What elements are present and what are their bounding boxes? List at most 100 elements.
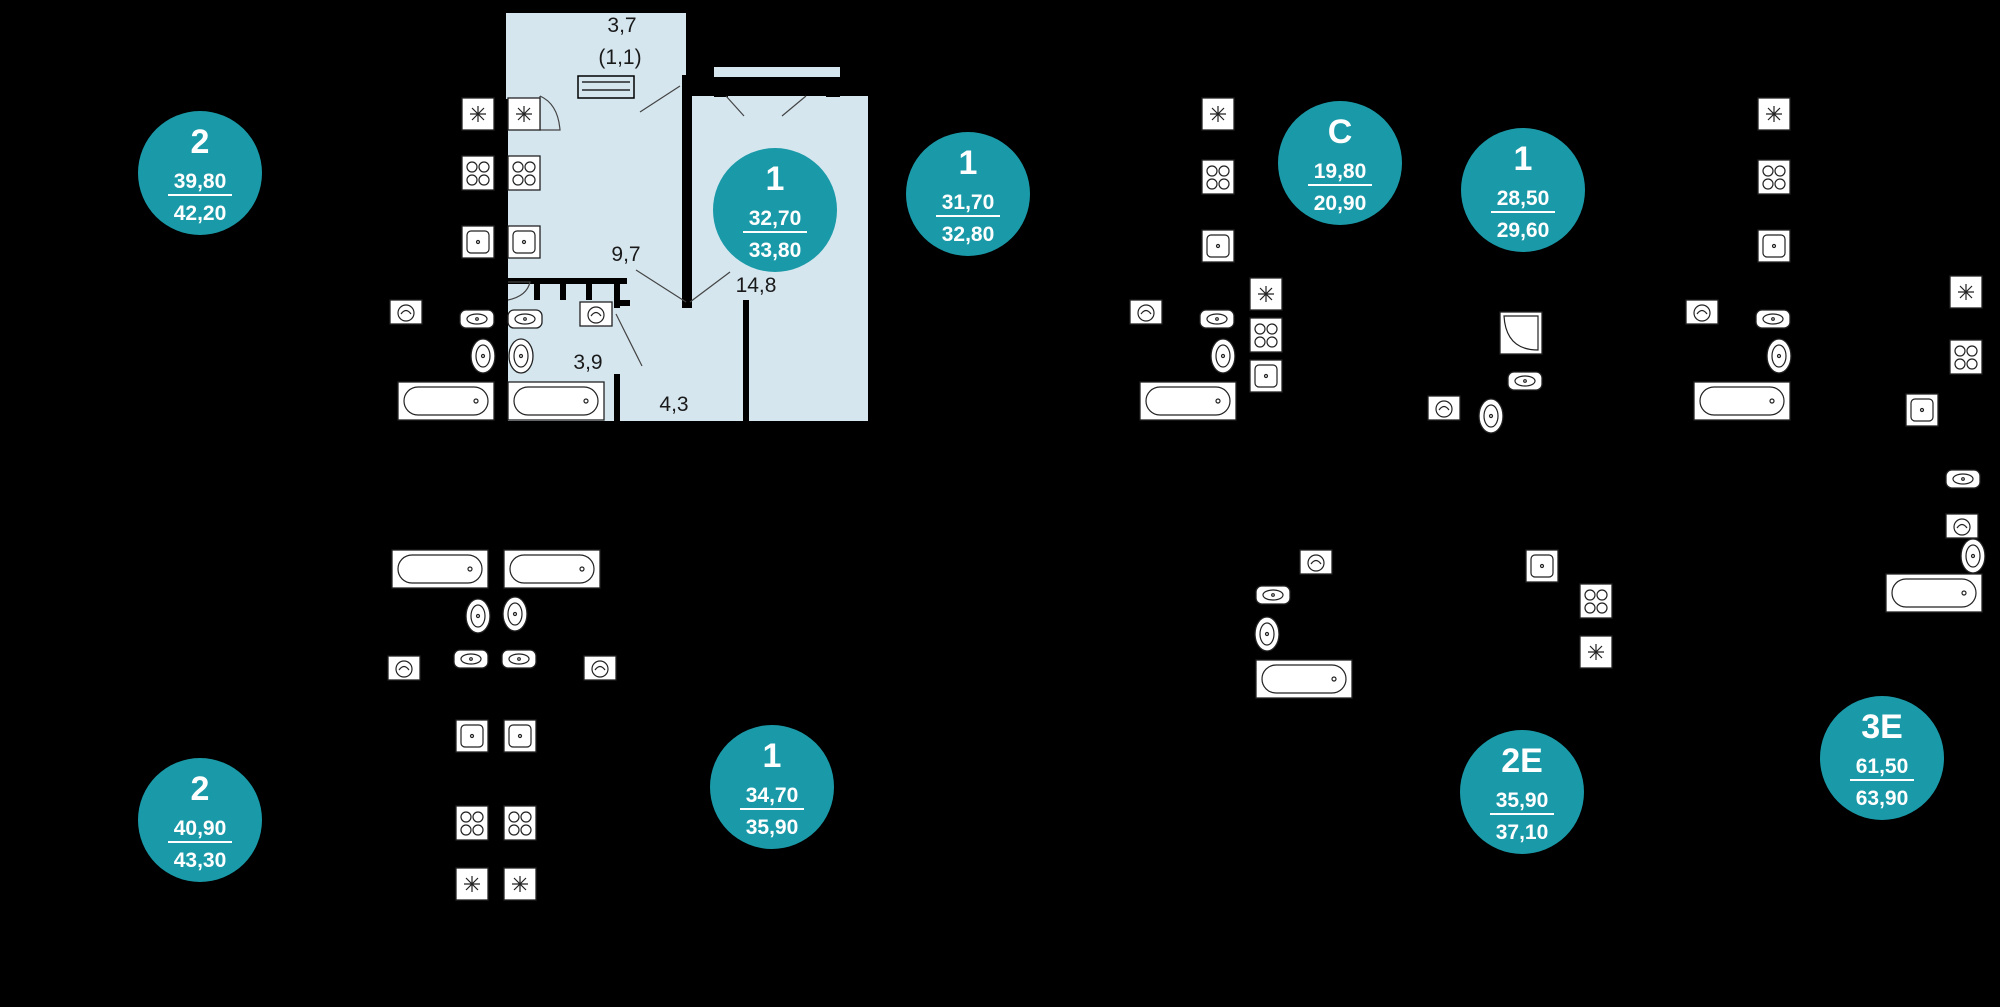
stove-icon (1949, 339, 1983, 375)
apartment-badge[interactable]: 1 34,70 35,90 (710, 725, 834, 849)
sink-icon (1255, 585, 1291, 605)
stove-icon (1249, 317, 1283, 353)
apartment-badge[interactable]: 2E 35,90 37,10 (1460, 730, 1584, 854)
badge-total-area: 43,30 (174, 849, 227, 872)
stove-icon (507, 155, 541, 191)
washer-icon (1129, 299, 1163, 325)
badge-type: 1 (1514, 140, 1533, 178)
bathtub-icon (1139, 381, 1237, 421)
room-area-label: 3,7 (607, 14, 636, 37)
bathtub-icon (397, 381, 495, 421)
fan-icon (507, 97, 541, 131)
kitchen-sink-icon (1905, 393, 1939, 427)
kitchen-sink-icon (1757, 229, 1791, 263)
badge-total-area: 37,10 (1496, 821, 1549, 844)
fan-icon (1249, 277, 1283, 311)
toilet-icon (470, 338, 496, 374)
stove-icon (461, 155, 495, 191)
badge-total-area: 63,90 (1856, 787, 1909, 810)
stove-icon (455, 805, 489, 841)
badge-circle (1461, 128, 1585, 252)
badge-total-area: 32,80 (942, 223, 995, 246)
bathtub-icon (1255, 659, 1353, 699)
door-swings (507, 85, 807, 367)
badge-total-area: 33,80 (749, 239, 802, 262)
toilet-icon (502, 596, 528, 632)
room-area-label: (1,1) (598, 46, 641, 69)
toilet-icon (508, 338, 534, 374)
apartment-badges: 2 39,80 42,20 1 32,70 33,80 1 31,70 32,80 C 19,80 2… (138, 101, 1944, 882)
badge-living-area: 34,70 (746, 784, 799, 807)
toilet-icon (1254, 616, 1280, 652)
badge-circle (138, 758, 262, 882)
kitchen-sink-icon (1249, 359, 1283, 393)
hall-room (620, 278, 692, 421)
sink-icon (507, 309, 543, 329)
badge-living-area: 40,90 (174, 817, 227, 840)
apartment-walls (507, 75, 840, 422)
washer-icon (1427, 395, 1461, 421)
washer-icon (1945, 513, 1979, 539)
toilet-icon (1766, 338, 1792, 374)
washer-icon (1685, 299, 1719, 325)
stove-icon (1201, 159, 1235, 195)
badge-living-area: 19,80 (1314, 160, 1367, 183)
window-ledge (714, 67, 840, 77)
room-area-label: 14,8 (736, 274, 777, 297)
toilet-icon (465, 598, 491, 634)
badge-circle (138, 111, 262, 235)
kitchen-sink-icon (507, 225, 541, 259)
badge-total-area: 35,90 (746, 816, 799, 839)
sink-icon (459, 309, 495, 329)
toilet-icon (1478, 398, 1504, 434)
washer-icon (387, 655, 421, 681)
badge-type: 2 (191, 770, 210, 808)
badge-living-area: 32,70 (749, 207, 802, 230)
badge-living-area: 31,70 (942, 191, 995, 214)
sink-icon (1199, 309, 1235, 329)
washer-icon (1299, 549, 1333, 575)
fan-icon (455, 867, 489, 901)
room-area-label: 9,7 (611, 243, 640, 266)
sink-icon (1945, 469, 1981, 489)
badge-type: 1 (763, 737, 782, 775)
sink-icon (1755, 309, 1791, 329)
stove-icon (1757, 159, 1791, 195)
badge-total-area: 42,20 (174, 202, 227, 225)
washer-icon (579, 301, 613, 327)
room-area-label: 4,3 (659, 393, 688, 416)
badge-type: C (1328, 113, 1353, 151)
badge-living-area: 61,50 (1856, 755, 1909, 778)
bathtub-icon (507, 381, 605, 421)
bathtub-icon (1885, 573, 1983, 613)
apartment-badge[interactable]: 2 40,90 43,30 (138, 758, 262, 882)
fan-icon (1579, 635, 1613, 669)
shower-icon (1499, 311, 1543, 355)
fan-icon (1949, 275, 1983, 309)
stove-icon (503, 805, 537, 841)
badge-circle (1278, 101, 1402, 225)
badge-circle (1460, 730, 1584, 854)
bathtub-icon (503, 549, 601, 589)
fan-icon (461, 97, 495, 131)
toilet-icon (1210, 338, 1236, 374)
kitchen-sink-icon (455, 719, 489, 753)
kitchen-sink-icon (461, 225, 495, 259)
fan-icon (503, 867, 537, 901)
kitchen-sink-icon (503, 719, 537, 753)
stove-icon (1579, 583, 1613, 619)
washer-icon (583, 655, 617, 681)
badge-type: 2E (1501, 742, 1543, 780)
badge-circle (710, 725, 834, 849)
badge-circle (713, 148, 837, 272)
badge-living-area: 39,80 (174, 170, 227, 193)
sink-icon (1507, 371, 1543, 391)
badge-living-area: 35,90 (1496, 789, 1549, 812)
